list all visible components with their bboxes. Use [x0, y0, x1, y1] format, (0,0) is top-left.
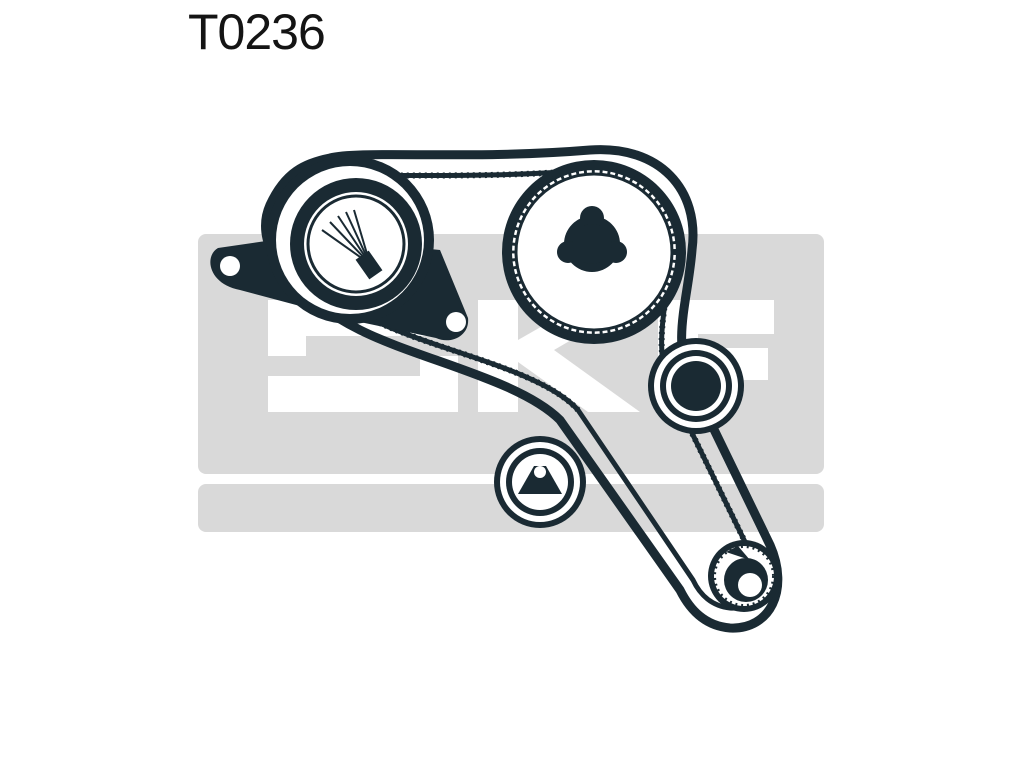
bracket-bolt-hole-right — [446, 312, 466, 332]
idler-pulley-center — [494, 436, 586, 528]
crankshaft-sprocket — [708, 540, 780, 612]
bracket-bolt-hole-left — [220, 256, 240, 276]
part-number-title: T0236 — [188, 4, 326, 60]
idler-pulley-right — [648, 338, 744, 434]
tension-indicator-icon — [321, 209, 383, 280]
tensioner-pulley — [210, 156, 469, 341]
pulley-mount-icon — [518, 466, 562, 494]
camshaft-sprocket — [502, 160, 686, 344]
